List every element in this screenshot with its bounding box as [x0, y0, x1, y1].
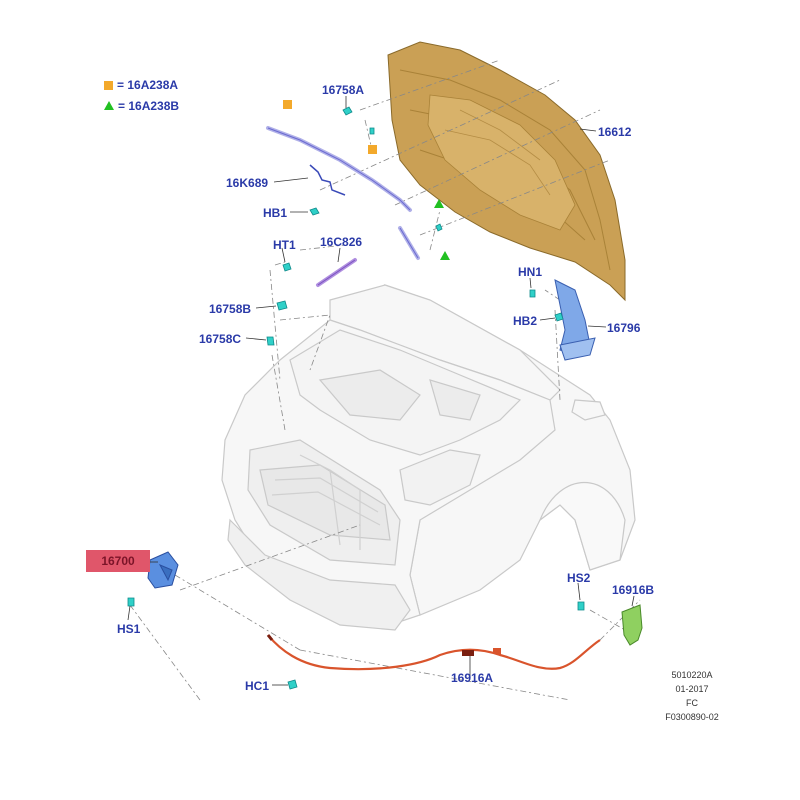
- square-legend-icon: [104, 81, 113, 90]
- insulator-strip-16C826: [316, 258, 357, 287]
- fastener-HB1: [309, 207, 320, 216]
- doc-region: FC: [686, 698, 698, 708]
- label-HN1: HN1: [518, 265, 543, 279]
- hood-hinge-16796: [554, 279, 596, 361]
- fastener-HN1: [529, 289, 536, 298]
- dashed-leader-lines: [129, 59, 641, 701]
- label-16C826: 16C826: [320, 235, 363, 249]
- hood-strip-lower: [398, 226, 420, 260]
- label-16758C: 16758C: [199, 332, 242, 346]
- hood-panel-16612: [387, 41, 626, 302]
- label-16700-highlighted: 16700: [101, 554, 135, 568]
- fastener-HB2: [554, 312, 564, 322]
- label-HB2: HB2: [513, 314, 538, 328]
- label-HS1: HS1: [117, 622, 141, 636]
- legend-item-triangle: = 16A238B: [104, 99, 179, 113]
- label-HC1: HC1: [245, 679, 270, 693]
- callout-leader-lines: [127, 96, 635, 686]
- label-HT1: HT1: [273, 238, 296, 252]
- doc-code: 5010220A: [671, 670, 713, 680]
- label-16916B: 16916B: [612, 583, 655, 597]
- label-HB1: HB1: [263, 206, 288, 220]
- fastener-HS2: [577, 601, 585, 611]
- square-marker-1: [283, 100, 292, 109]
- fastener-16758A: [342, 106, 353, 116]
- legend-text: = 16A238B: [118, 99, 180, 113]
- document-info: 5010220A 01-2017 FC F0300890-02: [652, 668, 732, 724]
- vehicle-front-illustration: [221, 284, 636, 631]
- square-marker-2: [368, 145, 377, 154]
- legend-item-square: = 16A238A: [104, 78, 178, 92]
- label-16796: 16796: [607, 321, 641, 335]
- fastener-16758C: [266, 336, 275, 346]
- fastener-hood-clip: [435, 223, 443, 232]
- fastener-hood-bumper: [369, 127, 375, 135]
- release-cable-16916A: [266, 634, 601, 671]
- label-16758A: 16758A: [322, 83, 365, 97]
- diagram-markers: [283, 100, 450, 260]
- highlight-box: [86, 550, 150, 572]
- label-16916A: 16916A: [451, 671, 494, 685]
- hood-rod-16K689: [309, 164, 346, 196]
- fasteners: [127, 106, 585, 690]
- label-16612: 16612: [598, 125, 632, 139]
- label-16K689: 16K689: [226, 176, 269, 190]
- triangle-marker-2: [440, 251, 450, 260]
- fastener-HT1: [282, 262, 292, 272]
- label-HS2: HS2: [567, 571, 591, 585]
- hood-seal-16758A-strip: [266, 126, 412, 212]
- doc-date: 01-2017: [675, 684, 709, 694]
- bracket-16916B: [621, 604, 643, 646]
- legend-text: = 16A238A: [117, 78, 179, 92]
- doc-figure-id: F0300890-02: [665, 712, 719, 722]
- fastener-16758B: [276, 300, 288, 311]
- fastener-HC1: [287, 679, 298, 690]
- hood-latch-16700: [147, 551, 179, 589]
- fastener-HS1: [127, 597, 135, 607]
- triangle-marker-1: [434, 199, 444, 208]
- label-16758B: 16758B: [209, 302, 252, 316]
- triangle-legend-icon: [104, 101, 114, 110]
